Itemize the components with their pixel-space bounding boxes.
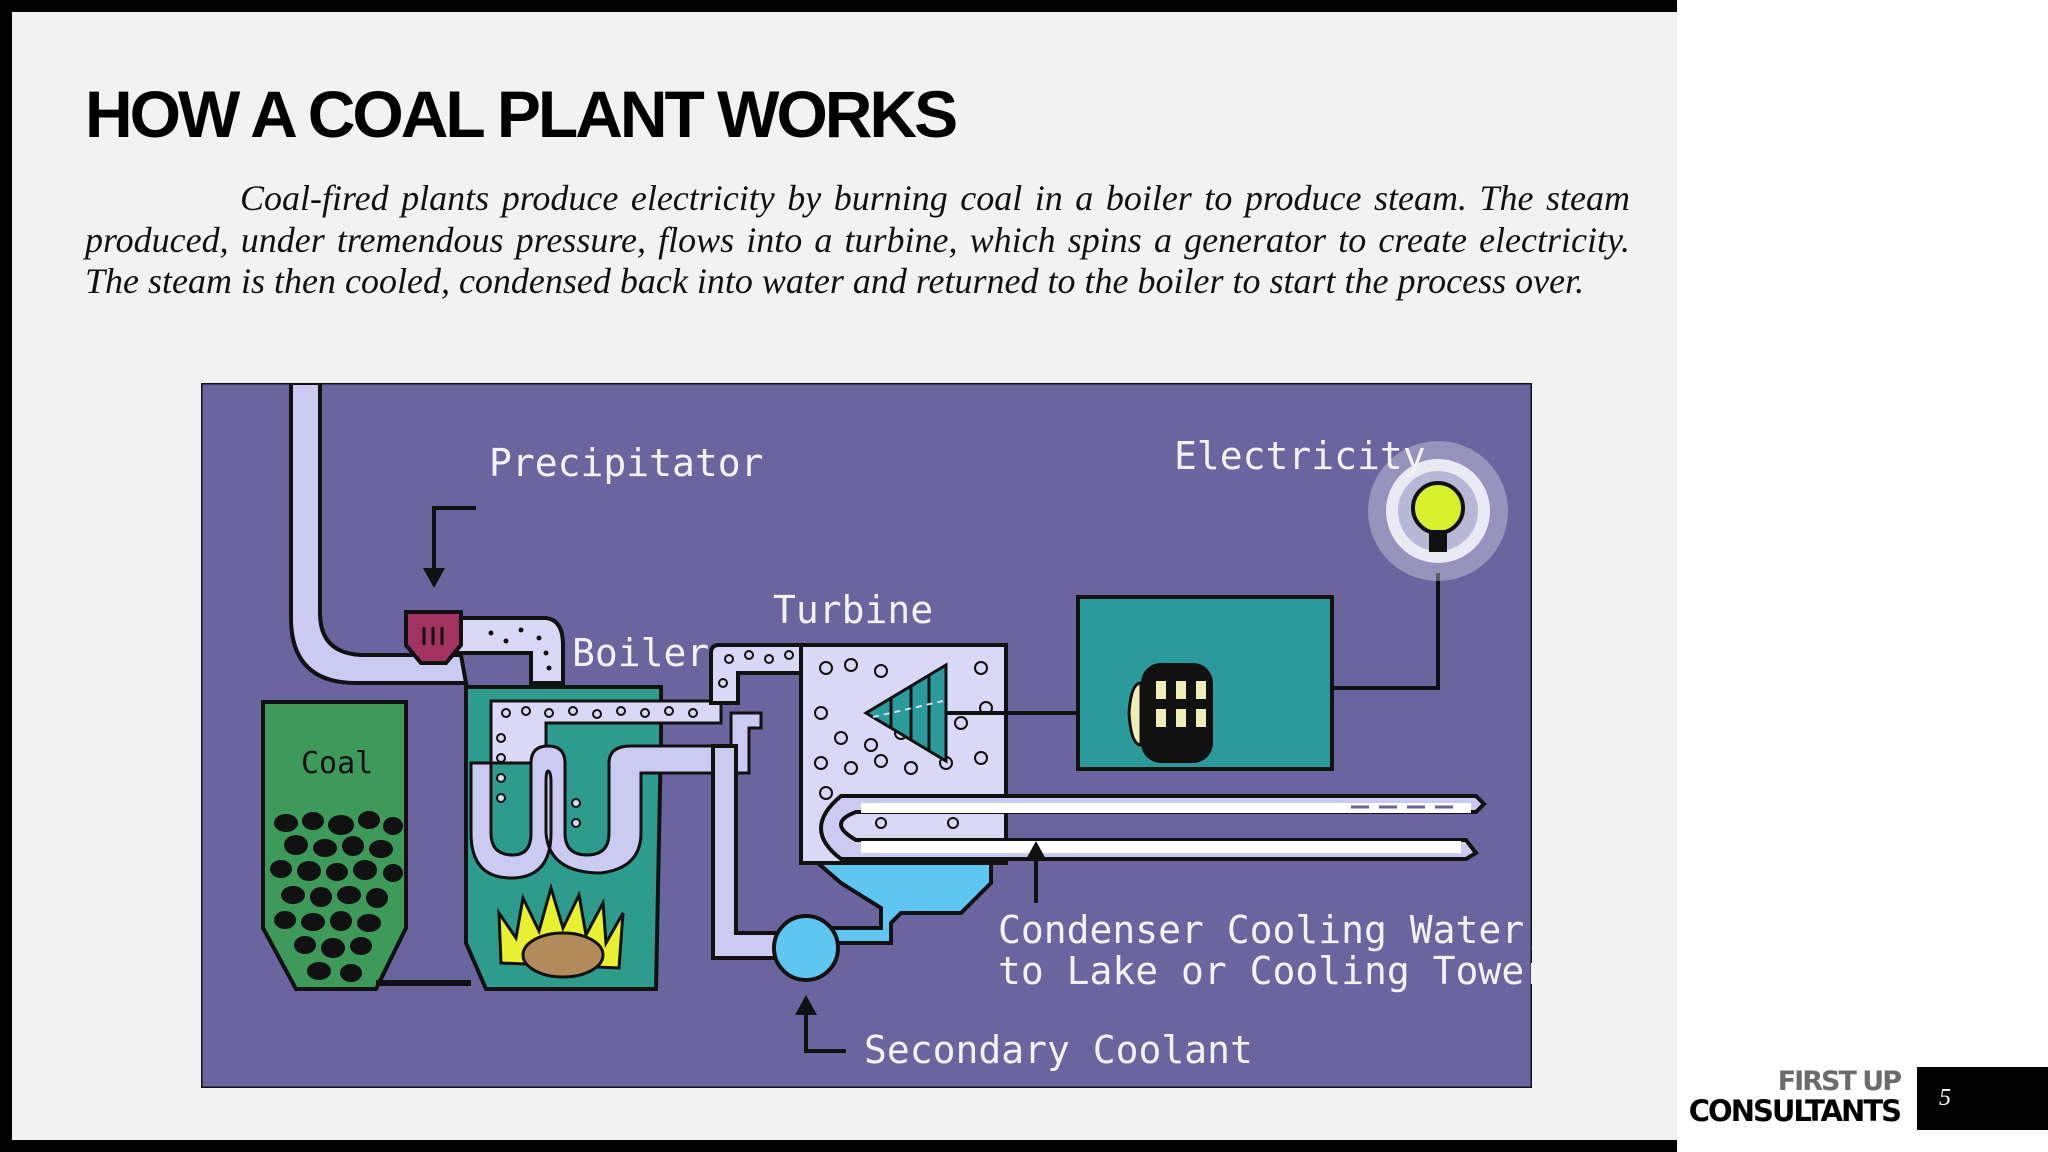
slide-title: HOW A COAL PLANT WORKS xyxy=(85,77,958,151)
brand-line1: FIRST UP xyxy=(1777,1066,1902,1097)
steam-pipe xyxy=(709,643,808,705)
brand-line2: CONSULTANTS xyxy=(1688,1094,1902,1128)
exhaust-particles xyxy=(488,627,552,671)
coal-plant-diagram: Precipitator Electricity Turbine Boiler … xyxy=(201,383,1532,1088)
power-line xyxy=(1332,573,1440,690)
secondary-coolant-arrow xyxy=(804,1011,846,1053)
coal-hopper xyxy=(261,700,408,991)
label-condenser-line1: Condenser Cooling Water, xyxy=(998,908,1532,952)
slide-frame: HOW A COAL PLANT WORKS Coal-fired plants… xyxy=(0,0,1677,1152)
boiler-flame xyxy=(497,882,625,979)
label-secondary-coolant: Secondary Coolant xyxy=(864,1028,1253,1072)
light-bulb xyxy=(1368,441,1508,581)
boiler xyxy=(464,685,763,991)
brand-logo: FIRST UP CONSULTANTS xyxy=(1680,1066,1902,1130)
smokestack-pipe xyxy=(289,383,469,685)
label-electricity: Electricity xyxy=(1174,434,1426,478)
exhaust-duct xyxy=(454,616,565,685)
label-precipitator: Precipitator xyxy=(489,441,764,485)
label-coal: Coal xyxy=(301,746,373,781)
label-turbine: Turbine xyxy=(773,588,933,632)
precipitator-arrow xyxy=(432,506,476,573)
condenser-tube xyxy=(819,794,1487,861)
label-boiler: Boiler xyxy=(572,631,709,675)
label-condenser-line2: to Lake or Cooling Towers xyxy=(998,949,1532,993)
generator xyxy=(1076,595,1334,771)
page-number-box: 5 xyxy=(1917,1067,2048,1130)
precipitator xyxy=(404,610,463,665)
slide-body-text: Coal-fired plants produce electricity by… xyxy=(85,178,1630,301)
feedwater-pump xyxy=(772,914,840,982)
page-number: 5 xyxy=(1939,1085,1951,1111)
condenser-water xyxy=(812,861,993,945)
